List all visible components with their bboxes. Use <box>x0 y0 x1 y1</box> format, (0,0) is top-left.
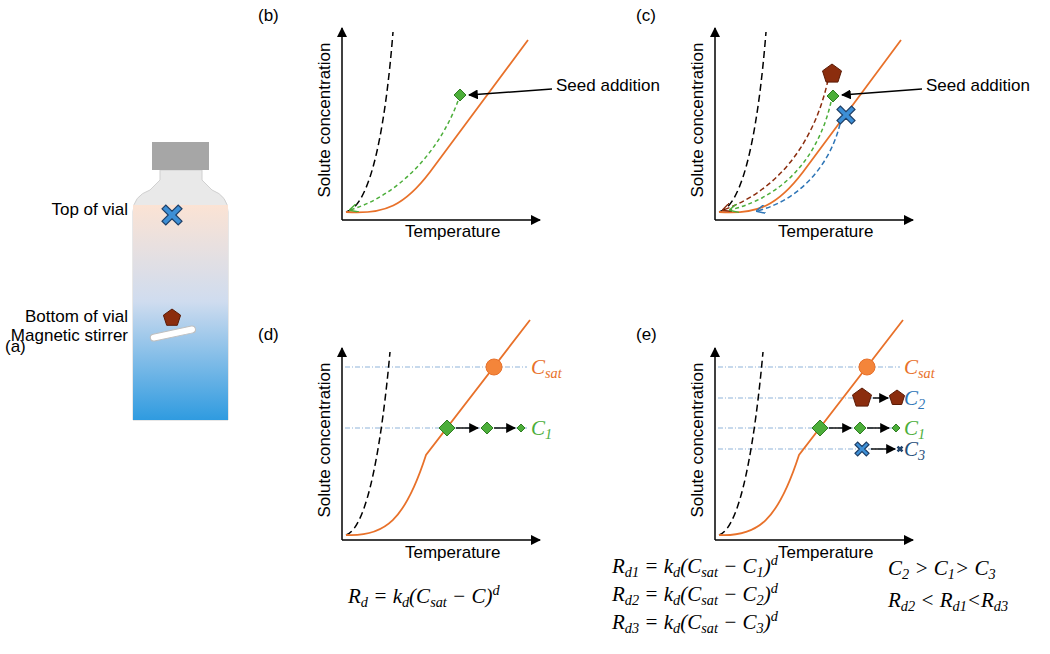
concentration-line <box>718 427 900 428</box>
cooling-path <box>757 124 840 211</box>
math-label: C3 <box>904 437 925 461</box>
math-label: C1 <box>904 416 925 440</box>
metastable-limit <box>719 352 763 535</box>
figure-part <box>133 170 228 420</box>
top-crystal <box>898 447 903 452</box>
math-label: C2 > C1> C3 <box>888 556 996 580</box>
seed-diamond <box>892 424 900 432</box>
text-label: Top of vial <box>51 200 128 220</box>
text-label: (c) <box>636 6 656 26</box>
text-label: Temperature <box>778 222 873 242</box>
y-axis <box>341 348 343 540</box>
text-label: Magnetic stirrer <box>11 326 128 346</box>
concentration-line <box>718 397 900 398</box>
bottom-crystal <box>889 390 904 405</box>
solubility-curve <box>719 40 901 213</box>
x-axis <box>715 219 913 221</box>
y-axis <box>714 28 716 220</box>
text-label: Seed addition <box>926 76 1030 96</box>
text-label: Seed addition <box>556 76 660 96</box>
x-axis <box>342 219 540 221</box>
text-label: (b) <box>258 6 279 26</box>
math-label: Csat <box>531 355 562 379</box>
math-label: Rd3 = kd(Csat − C3)d <box>612 610 778 634</box>
shrink-arrow <box>867 427 889 428</box>
math-label: C1 <box>531 416 552 440</box>
top-crystal <box>837 106 855 124</box>
shrink-arrow <box>842 89 922 95</box>
bottom-crystal <box>853 388 872 406</box>
saturation-point <box>859 359 875 375</box>
text-label: Bottom of vial <box>25 307 128 327</box>
seed-diamond <box>854 422 866 434</box>
shrink-arrow <box>456 427 478 428</box>
top-crystal <box>855 442 869 456</box>
math-label: Rd2 = kd(Csat − C2)d <box>612 582 778 606</box>
bottom-crystal <box>163 309 180 325</box>
text-label: (e) <box>636 325 657 345</box>
text-label: Temperature <box>405 543 500 563</box>
cooling-path <box>350 101 458 210</box>
text-label: Temperature <box>778 543 873 563</box>
math-label: C2 <box>904 386 925 410</box>
figure-part <box>133 142 228 420</box>
solubility-curve <box>346 320 530 535</box>
shrink-arrow <box>829 427 851 428</box>
cooling-path <box>730 102 831 210</box>
seed-diamond <box>481 422 493 434</box>
solubility-curve <box>719 320 903 535</box>
concentration-line <box>345 427 527 428</box>
shrink-arrow <box>873 397 888 398</box>
math-label: Csat <box>904 355 935 379</box>
math-label: Rd = kd(Csat − C)d <box>348 584 500 608</box>
axis-title: Solute concentration <box>315 43 335 198</box>
figure-part <box>162 28 922 540</box>
solubility-curve <box>346 40 528 213</box>
y-axis <box>341 28 343 220</box>
math-label: Rd2 < Rd1<Rd3 <box>888 588 1008 612</box>
figure-part <box>152 142 209 170</box>
metastable-limit <box>346 352 390 535</box>
seed-diamond <box>454 89 466 101</box>
axis-title: Solute concentration <box>315 363 335 518</box>
shrink-arrow <box>494 427 515 428</box>
axis-title: Solute concentration <box>688 43 708 198</box>
text-label: Temperature <box>405 222 500 242</box>
saturation-point <box>486 359 502 375</box>
seed-diamond <box>827 90 839 102</box>
figure-part <box>150 325 196 341</box>
top-crystal <box>162 205 182 225</box>
axis-title: Solute concentration <box>688 363 708 518</box>
concentration-line <box>718 448 900 449</box>
math-label: Rd1 = kd(Csat − C1)d <box>612 554 778 578</box>
seed-diamond <box>439 420 455 436</box>
seed-diamond <box>517 424 525 432</box>
bottom-crystal <box>823 64 842 82</box>
y-axis <box>714 348 716 540</box>
metastable-limit <box>719 32 766 212</box>
shrink-arrow <box>871 448 895 449</box>
x-axis <box>342 539 540 541</box>
shrink-arrow <box>469 89 552 95</box>
x-axis <box>715 539 913 541</box>
figure-part <box>133 205 228 420</box>
metastable-limit <box>346 32 393 212</box>
text-label: (d) <box>258 325 279 345</box>
seed-diamond <box>812 420 828 436</box>
